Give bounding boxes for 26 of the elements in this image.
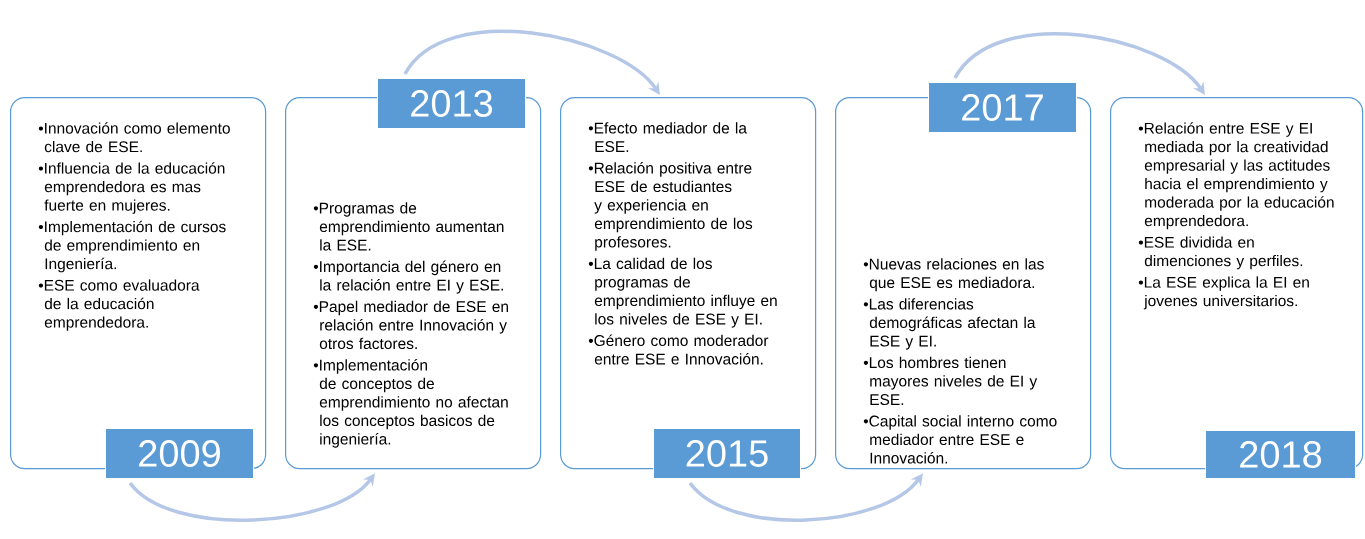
bullet-item: •Influencia de la educación emprendedora es mas fuerte en mujeres. [38, 162, 225, 214]
year-box: 2009 [105, 428, 254, 479]
bullet-item: •ESE dividida en dimenciones y perfiles. [1138, 236, 1303, 270]
year-box: 2018 [1205, 430, 1356, 479]
bullet-item: •Implementación de cursos de emprendimiento en Ingeniería. [38, 220, 226, 273]
curved-arrow [403, 29, 660, 95]
year-box: 2015 [653, 428, 801, 479]
bullet-item: •Género como moderador entre ESE e Innovación. [588, 334, 769, 365]
year-box: 2013 [377, 78, 526, 129]
bullet-item: •Relación entre ESE y EI mediada por la creatividad empresarial y las actitudes hacia el emprendimiento y moderada por la educación emprendedora. [1138, 122, 1334, 230]
bullet-item: •Innovación como elemento clave de ESE. [38, 122, 230, 153]
bullet-item: •La calidad de los programas de emprendimiento influye en los niveles de ESE y EI. [588, 257, 777, 328]
bullet-item: •Relación positiva entre ESE de estudiantes y experiencia en emprendimiento de los profesores. [588, 162, 753, 251]
bullet-item: •La ESE explica la EI en jovenes universitarios. [1138, 276, 1309, 310]
curved-arrow [953, 32, 1205, 95]
bullet-item: •Efecto mediador de la ESE. [588, 122, 747, 153]
bullet-item: •Programas de emprendimiento aumentan la ESE. [313, 202, 504, 251]
bullet-item: •ESE como evaluadora de la educación emprendedora. [38, 279, 200, 331]
bullet-item: •Implementación de conceptos de emprendimiento no afectan los conceptos basicos de ingeniería. [313, 359, 508, 448]
bullet-item: •Papel mediador de ESE en relación entre Innovación y otros factores. [313, 300, 508, 350]
bullet-item: •Nuevas relaciones en las que ESE es mediadora. [863, 258, 1044, 292]
bullet-item: •Capital social interno como mediador entre ESE e Innovación. [863, 415, 1057, 464]
year-box: 2017 [928, 82, 1077, 133]
bullet-item: •Importancia del género en la relación entre EI y ESE. [313, 260, 503, 294]
bullet-item: •Las diferencias demográficas afectan la ESE y EI. [863, 298, 1036, 350]
bullet-item: •Los hombres tienen mayores niveles de EI y ESE. [863, 356, 1038, 406]
